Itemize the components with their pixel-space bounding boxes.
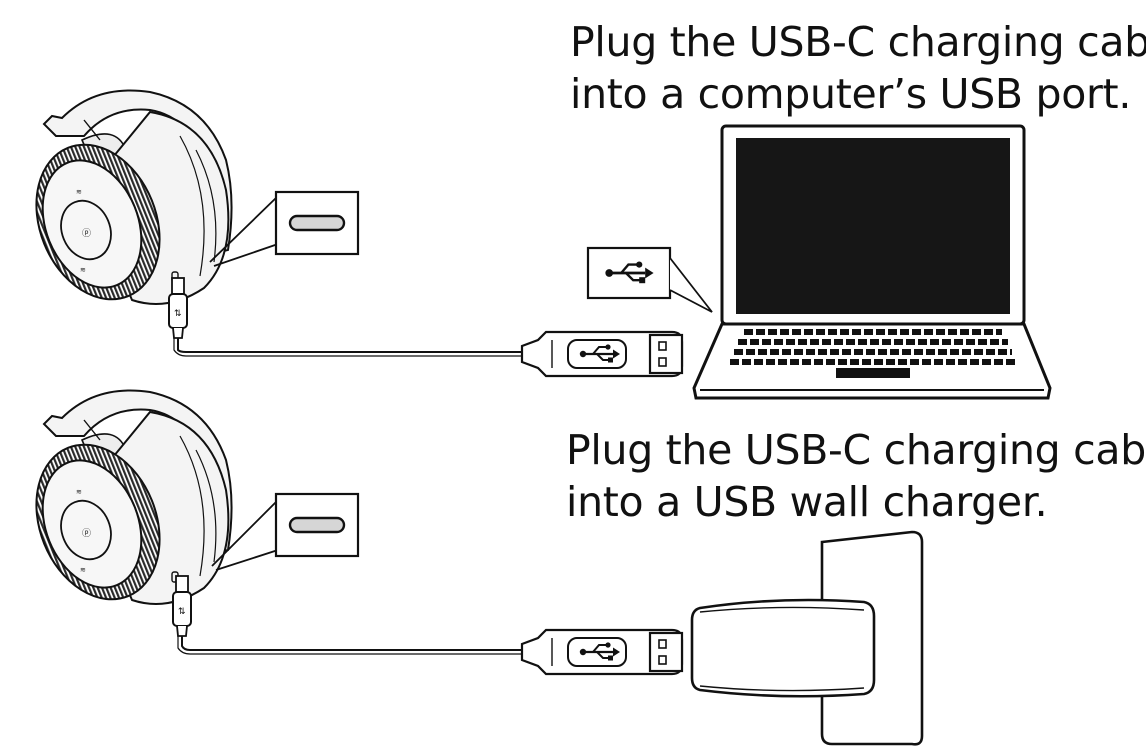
- computer-caption-line1: Plug the USB-C charging cable: [570, 18, 1146, 66]
- led-callout-top: [209, 190, 360, 267]
- usb-a-plug-bottom: [522, 630, 682, 674]
- headset-bottom: [13, 389, 233, 619]
- laptop: [692, 124, 1052, 400]
- computer-charging-caption: Plug the USB-C charging cable into a com…: [570, 16, 1146, 120]
- wall-caption-line1: Plug the USB-C charging cable: [566, 426, 1146, 474]
- led-callout-bottom: [211, 492, 360, 571]
- cable-bottom: [181, 636, 522, 651]
- wall-charging-caption: Plug the USB-C charging cable into a USB…: [566, 424, 1146, 528]
- usb-a-plug-top: [522, 332, 682, 376]
- usb-c-plug-bottom: [172, 575, 192, 637]
- headset-top: [13, 89, 233, 319]
- cable-top: [177, 338, 522, 353]
- usb-port-callout: [586, 246, 713, 313]
- wall-charger: [690, 530, 924, 746]
- wall-caption-line2: into a USB wall charger.: [566, 478, 1048, 526]
- usb-c-plug-top: [168, 277, 188, 339]
- computer-caption-line2: into a computer’s USB port.: [570, 70, 1132, 118]
